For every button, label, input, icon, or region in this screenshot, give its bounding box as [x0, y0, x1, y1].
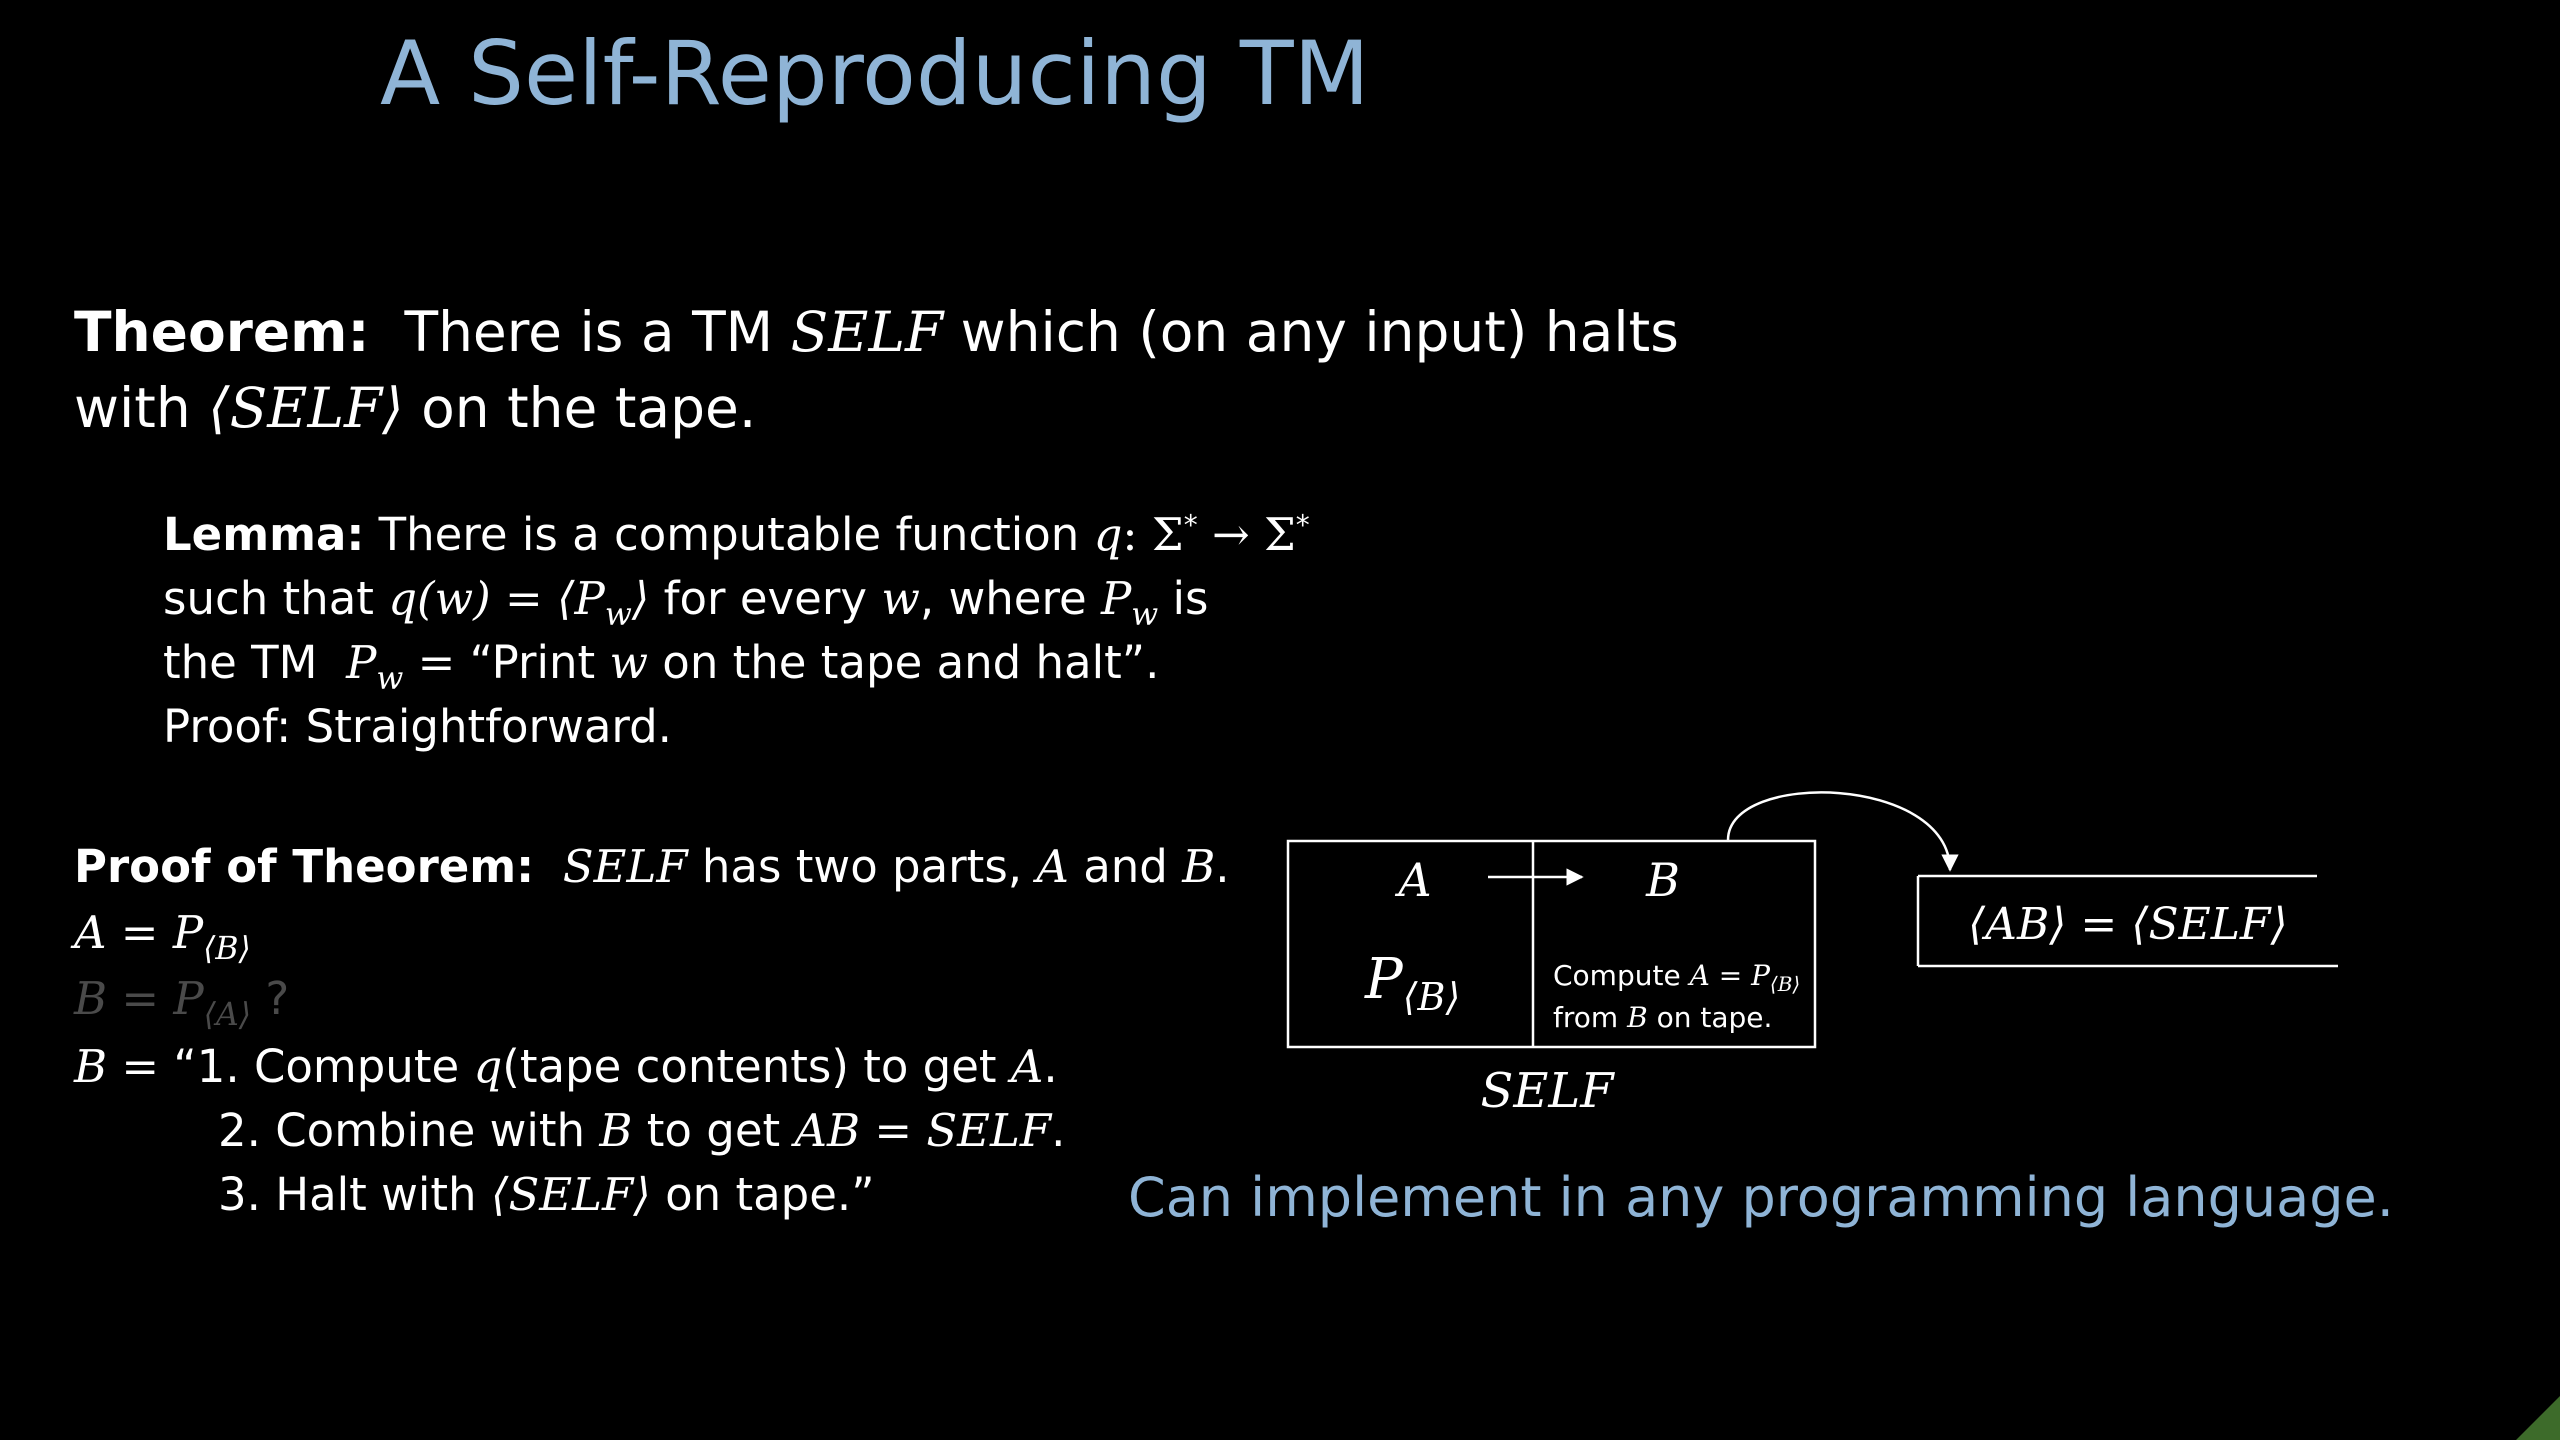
lemma-q: q	[1093, 508, 1123, 561]
lemma-sigma: : Σ	[1122, 508, 1184, 561]
eq-question: ?	[265, 972, 290, 1025]
lemma-label: Lemma:	[163, 508, 365, 561]
lemma-text: is	[1172, 572, 1209, 625]
proof-label: Proof of Theorem:	[74, 840, 535, 893]
lemma-p: P	[1100, 572, 1132, 625]
step-text: to get	[646, 1104, 781, 1157]
step-text: 3. Halt with	[218, 1168, 477, 1221]
step-q: q	[473, 1040, 503, 1093]
lemma-line-3: the TM Pw = “Print w on the tape and hal…	[163, 636, 1159, 697]
theorem-self-encoding: ⟨SELF⟩	[208, 376, 404, 440]
lemma-line-2: such that q(w) = ⟨Pw⟩ for every w, where…	[163, 572, 1209, 633]
lemma-math: q(w) = ⟨P	[388, 572, 605, 625]
proof-a: A	[1036, 840, 1069, 893]
lemma-text: , where	[919, 572, 1087, 625]
lemma-sub: w	[1131, 597, 1159, 634]
corner-accent	[2516, 1396, 2560, 1440]
eq-p: P	[173, 972, 204, 1025]
output-arrow	[1726, 791, 1959, 872]
eq-lhs: B =	[74, 972, 160, 1025]
eq-p: P	[172, 906, 204, 959]
lemma-text: such that	[163, 572, 374, 625]
lemma-proof: Proof: Straightforward.	[163, 700, 672, 753]
tape-output: ⟨AB⟩ = ⟨SELF⟩	[1968, 899, 2288, 950]
lemma-sub: w	[376, 661, 404, 698]
proof-step-3: 3. Halt with ⟨SELF⟩ on tape.”	[218, 1168, 875, 1221]
lemma-eq: =	[417, 636, 456, 689]
theorem-text: on the tape.	[421, 376, 757, 440]
step-lhs: B =	[74, 1040, 160, 1093]
part-a-content: P⟨B⟩	[1364, 947, 1460, 1019]
step-b: B	[599, 1104, 633, 1157]
step-math: ⟨SELF⟩	[490, 1168, 651, 1221]
proof-step-2: 2. Combine with B to get AB = SELF.	[218, 1104, 1065, 1157]
part-b-line-2: from B on tape.	[1553, 1001, 1772, 1034]
proof-text: and	[1083, 840, 1168, 893]
self-box	[1286, 839, 1817, 1049]
eq-sub: ⟨A⟩	[203, 997, 251, 1034]
theorem-line-2: with ⟨SELF⟩ on the tape.	[74, 376, 756, 440]
step-a: A	[1010, 1040, 1044, 1093]
lemma-w: w	[881, 572, 920, 625]
lemma-text: the TM	[163, 636, 318, 689]
theorem-line-1: Theorem: There is a TM SELF which (on an…	[74, 300, 1679, 364]
closing-remark: Can implement in any programming languag…	[1128, 1166, 2394, 1229]
theorem-text: with	[74, 376, 191, 440]
step-text: “1. Compute	[173, 1040, 460, 1093]
theorem-self: SELF	[790, 300, 944, 364]
lemma-text: on the tape and halt”.	[662, 636, 1160, 689]
step-math: AB = SELF	[794, 1104, 1052, 1157]
lemma-line-1: Lemma: There is a computable function q:…	[163, 508, 1310, 561]
eq-sub: ⟨B⟩	[203, 931, 251, 968]
part-a-label: A	[1394, 853, 1431, 907]
part-b-line-1: Compute A = P⟨B⟩	[1553, 959, 1800, 996]
proof-step-1: B = “1. Compute q(tape contents) to get …	[74, 1040, 1058, 1093]
step-text: .	[1051, 1104, 1066, 1157]
proof-text: has two parts,	[701, 840, 1023, 893]
lemma-text: There is a computable function	[378, 508, 1080, 561]
lemma-star: *	[1295, 508, 1310, 542]
theorem-text: which (on any input) halts	[960, 300, 1679, 364]
lemma-star: *	[1183, 508, 1198, 542]
theorem-label: Theorem:	[74, 300, 370, 364]
step-text: 2. Combine with	[218, 1104, 586, 1157]
proof-text: .	[1215, 840, 1230, 893]
lemma-p: P	[346, 636, 377, 689]
slide-title: A Self-Reproducing TM	[380, 22, 1370, 125]
lemma-arrow: → Σ	[1197, 508, 1296, 561]
proof-eq-a: A = P⟨B⟩	[74, 906, 251, 967]
lemma-text: for every	[663, 572, 867, 625]
self-label: SELF	[1480, 1063, 1615, 1119]
proof-line-1: Proof of Theorem: SELF has two parts, A …	[74, 840, 1230, 893]
eq-lhs: A =	[74, 906, 159, 959]
lemma-text: “Print	[469, 636, 596, 689]
step-text: .	[1043, 1040, 1058, 1093]
lemma-sub: w	[604, 597, 632, 634]
step-text: (tape contents) to get	[502, 1040, 997, 1093]
lemma-math: ⟩	[631, 572, 650, 625]
step-text: on tape.”	[665, 1168, 875, 1221]
proof-self: SELF	[562, 840, 688, 893]
proof-b: B	[1182, 840, 1216, 893]
part-b-label: B	[1645, 853, 1680, 907]
theorem-text: There is a TM	[404, 300, 774, 364]
proof-eq-b-grey: B = P⟨A⟩ ?	[74, 972, 289, 1033]
lemma-w: w	[609, 636, 648, 689]
